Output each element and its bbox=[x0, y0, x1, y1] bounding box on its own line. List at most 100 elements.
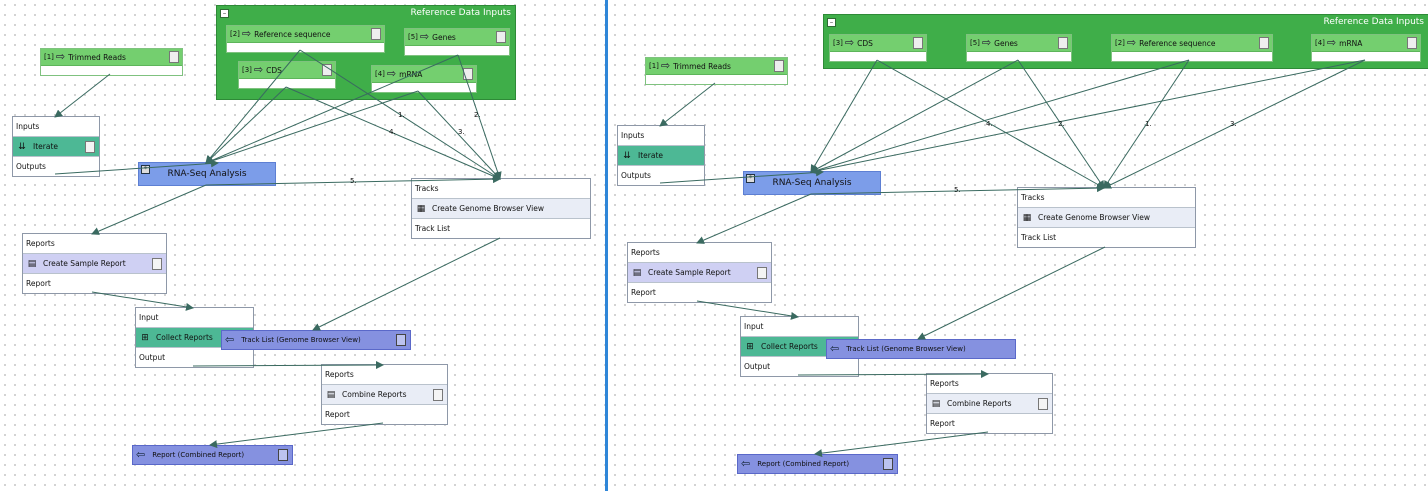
iterate-node[interactable]: Inputs ⇊Iterate Outputs bbox=[617, 125, 705, 186]
combine-reports-node[interactable]: Reports ▤Combine Reports Report bbox=[321, 364, 448, 425]
collect-reports-label: Collect Reports bbox=[761, 342, 818, 351]
input-label: Trimmed Reads bbox=[68, 52, 126, 62]
sample-report-label: Create Sample Report bbox=[43, 259, 126, 268]
document-icon[interactable] bbox=[322, 64, 332, 76]
input-number: [5] bbox=[970, 39, 980, 47]
rna-seq-analysis-node[interactable]: * RNA-Seq Analysis bbox=[138, 162, 276, 186]
combine-reports-label: Combine Reports bbox=[947, 399, 1012, 408]
document-icon[interactable] bbox=[85, 140, 95, 153]
document-icon[interactable] bbox=[913, 37, 923, 49]
edge bbox=[810, 59, 1190, 174]
edge bbox=[814, 431, 989, 458]
document-icon[interactable] bbox=[278, 449, 288, 461]
create-sample-report-node[interactable]: Reports ▤Create Sample Report Report bbox=[627, 242, 772, 303]
document-icon[interactable] bbox=[396, 334, 406, 346]
edge-label: 4. bbox=[389, 128, 396, 136]
output-arrow-icon: ⇦ bbox=[136, 448, 146, 461]
report-port: Report bbox=[631, 288, 656, 297]
iterate-label: Iterate bbox=[638, 151, 664, 160]
input-arrow-icon: ⇨ bbox=[981, 36, 992, 49]
edge-label: 3. bbox=[458, 128, 465, 136]
reports-port: Reports bbox=[322, 365, 447, 385]
split-divider[interactable] bbox=[605, 0, 608, 491]
edge bbox=[810, 59, 878, 173]
document-icon[interactable] bbox=[1407, 37, 1417, 49]
output-label: Report (Combined Report) bbox=[757, 460, 850, 468]
document-icon[interactable] bbox=[1259, 37, 1269, 49]
inputs-port: Inputs bbox=[618, 126, 704, 146]
output-track-list[interactable]: ⇦ Track List (Genome Browser View) bbox=[221, 330, 411, 350]
iterate-node[interactable]: Inputs ⇊Iterate Outputs bbox=[12, 116, 100, 177]
genome-browser-label: Create Genome Browser View bbox=[432, 204, 544, 213]
output-port: Output bbox=[139, 353, 166, 362]
document-icon[interactable] bbox=[433, 388, 443, 401]
document-icon[interactable] bbox=[1038, 397, 1048, 410]
input-label: CDS bbox=[857, 38, 873, 48]
input-mrna[interactable]: [4]⇨mRNA bbox=[371, 65, 477, 93]
input-number: [3] bbox=[242, 66, 252, 74]
reports-port: Reports bbox=[23, 234, 166, 254]
output-combined-report[interactable]: ⇦ Report (Combined Report) bbox=[132, 445, 293, 465]
edge-label: 2. bbox=[1058, 120, 1065, 128]
output-port: Output bbox=[744, 362, 771, 371]
reports-port: Reports bbox=[628, 243, 771, 263]
combine-reports-node[interactable]: Reports ▤Combine Reports Report bbox=[926, 373, 1053, 434]
outputs-port: Outputs bbox=[621, 171, 651, 180]
workflow-star-icon: * bbox=[141, 165, 150, 174]
input-trimmed-reads[interactable]: [1]⇨Trimmed Reads bbox=[645, 57, 788, 85]
document-icon[interactable] bbox=[371, 28, 381, 40]
collect-reports-icon: ⊞ bbox=[141, 332, 149, 343]
output-arrow-icon: ⇦ bbox=[830, 342, 840, 355]
collect-reports-label: Collect Reports bbox=[156, 333, 213, 342]
input-label: Genes bbox=[432, 32, 456, 42]
output-label: Report (Combined Report) bbox=[152, 451, 245, 459]
document-icon[interactable] bbox=[152, 257, 162, 270]
edge-label: 1. bbox=[1145, 120, 1152, 128]
input-genes[interactable]: [5]⇨Genes bbox=[404, 28, 510, 56]
report-port: Report bbox=[325, 410, 350, 419]
input-cds[interactable]: [3]⇨CDS bbox=[238, 61, 336, 89]
input-label: Reference sequence bbox=[254, 29, 331, 39]
genome-browser-label: Create Genome Browser View bbox=[1038, 213, 1150, 222]
document-icon[interactable] bbox=[496, 31, 506, 43]
document-icon[interactable] bbox=[463, 68, 473, 80]
output-combined-report[interactable]: ⇦ Report (Combined Report) bbox=[737, 454, 898, 474]
edge-label: 5. bbox=[350, 177, 357, 185]
document-icon[interactable] bbox=[757, 266, 767, 279]
collapse-icon[interactable]: – bbox=[827, 18, 836, 27]
input-arrow-icon: ⇨ bbox=[55, 50, 66, 63]
workflow-canvas-left[interactable]: – Reference Data Inputs [1]⇨Trimmed Read… bbox=[0, 0, 606, 491]
sample-report-icon: ▤ bbox=[27, 258, 37, 269]
output-track-list[interactable]: ⇦ Track List (Genome Browser View) bbox=[826, 339, 1016, 359]
document-icon[interactable] bbox=[883, 458, 893, 470]
input-arrow-icon: ⇨ bbox=[844, 36, 855, 49]
create-sample-report-node[interactable]: Reports ▤ Create Sample Report Report bbox=[22, 233, 167, 294]
input-reference-sequence[interactable]: [2]⇨Reference sequence bbox=[1111, 34, 1273, 62]
collapse-icon[interactable]: – bbox=[220, 9, 229, 18]
rna-seq-analysis-label: RNA-Seq Analysis bbox=[167, 169, 247, 179]
input-mrna[interactable]: [4]⇨mRNA bbox=[1311, 34, 1421, 62]
input-reference-sequence[interactable]: [2]⇨Reference sequence bbox=[226, 25, 385, 53]
group-title: Reference Data Inputs bbox=[410, 8, 511, 18]
edge bbox=[209, 422, 384, 449]
collect-reports-icon: ⊞ bbox=[746, 341, 754, 352]
workflow-canvas-right[interactable]: – Reference Data Inputs [1]⇨Trimmed Read… bbox=[609, 0, 1428, 491]
tracks-port: Tracks bbox=[1018, 188, 1195, 208]
rna-seq-analysis-node[interactable]: * RNA-Seq Analysis bbox=[743, 171, 881, 195]
document-icon[interactable] bbox=[169, 51, 179, 63]
input-cds[interactable]: [3]⇨CDS bbox=[829, 34, 927, 62]
edge bbox=[91, 184, 207, 235]
report-port: Report bbox=[26, 279, 51, 288]
document-icon[interactable] bbox=[1058, 37, 1068, 49]
input-label: mRNA bbox=[399, 69, 423, 79]
document-icon[interactable] bbox=[774, 60, 784, 72]
input-trimmed-reads[interactable]: [1]⇨Trimmed Reads bbox=[40, 48, 183, 76]
input-number: [2] bbox=[230, 30, 240, 38]
create-genome-browser-view-node[interactable]: Tracks ▦Create Genome Browser View Track… bbox=[1017, 187, 1196, 248]
output-label: Track List (Genome Browser View) bbox=[241, 336, 361, 344]
create-genome-browser-view-node[interactable]: Tracks ▦Create Genome Browser View Track… bbox=[411, 178, 591, 239]
input-port: Input bbox=[136, 308, 253, 328]
input-arrow-icon: ⇨ bbox=[660, 59, 671, 72]
edge bbox=[696, 193, 812, 244]
input-genes[interactable]: [5]⇨Genes bbox=[966, 34, 1072, 62]
